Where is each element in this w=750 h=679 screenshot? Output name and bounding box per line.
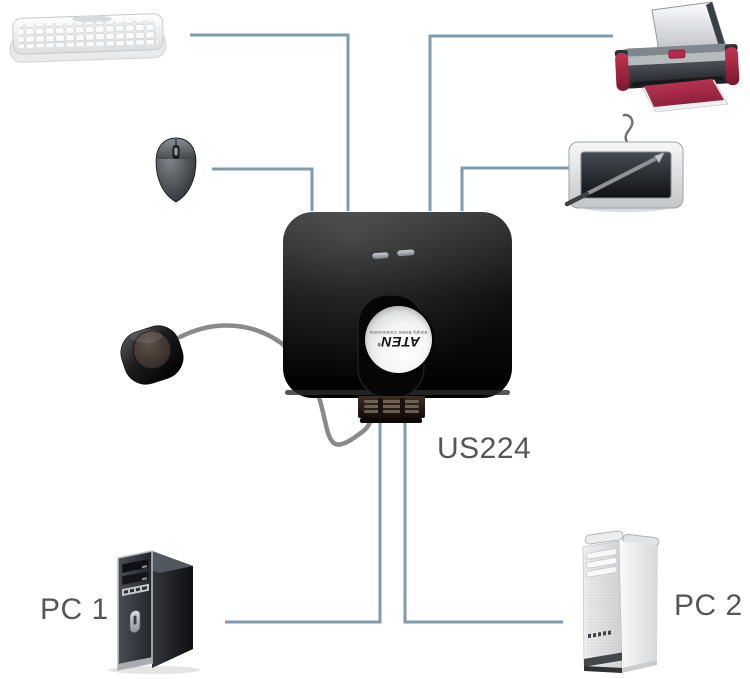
remote-cable: [177, 323, 373, 447]
kvm-leds: [371, 248, 416, 260]
wire-pc1: [225, 417, 382, 624]
pc1-art: [108, 550, 200, 674]
wire-tablet: [460, 166, 569, 211]
keyboard-icon: [9, 13, 167, 63]
aten-tagline: Simply Better Connections: [369, 330, 428, 335]
wire-mouse: [212, 167, 314, 211]
printer-icon: [614, 1, 740, 113]
tablet-pen: [564, 151, 666, 207]
wire-keyboard: [190, 33, 350, 211]
pc1-label: PC 1: [40, 593, 109, 626]
remote-cable-path: [177, 323, 373, 447]
led-port1: [371, 251, 390, 260]
aten-logo: ATEN®: [376, 334, 421, 351]
tablet-cable: [622, 113, 634, 143]
tablet-art: [564, 113, 684, 212]
wire-group: [190, 33, 613, 624]
wire-printer: [428, 34, 613, 211]
remote-selector-icon: [120, 325, 184, 385]
registered-mark: ®: [376, 341, 382, 348]
remote-pushbutton: [132, 330, 172, 370]
led-port2: [396, 248, 416, 257]
graphics-tablet-icon: [564, 113, 684, 212]
pc2-tower-icon: [582, 530, 660, 673]
pc1-tower-icon: [108, 550, 200, 674]
kvm-cable-connector: [358, 396, 425, 423]
printer-art: [614, 1, 740, 113]
remote-art: [120, 325, 184, 385]
mouse-art: [155, 137, 197, 203]
mouse-icon: [155, 137, 197, 203]
wire-pc2: [403, 417, 563, 624]
kvm-art: [283, 212, 512, 423]
keyboard-art: [9, 13, 167, 63]
kvm-model-label: US224: [437, 432, 532, 465]
pc2-art: [582, 530, 660, 673]
kvm-port-select-button: ATEN® Simply Better Connections: [365, 306, 432, 373]
kvm-switch: [283, 212, 512, 423]
pc2-label: PC 2: [674, 589, 743, 622]
